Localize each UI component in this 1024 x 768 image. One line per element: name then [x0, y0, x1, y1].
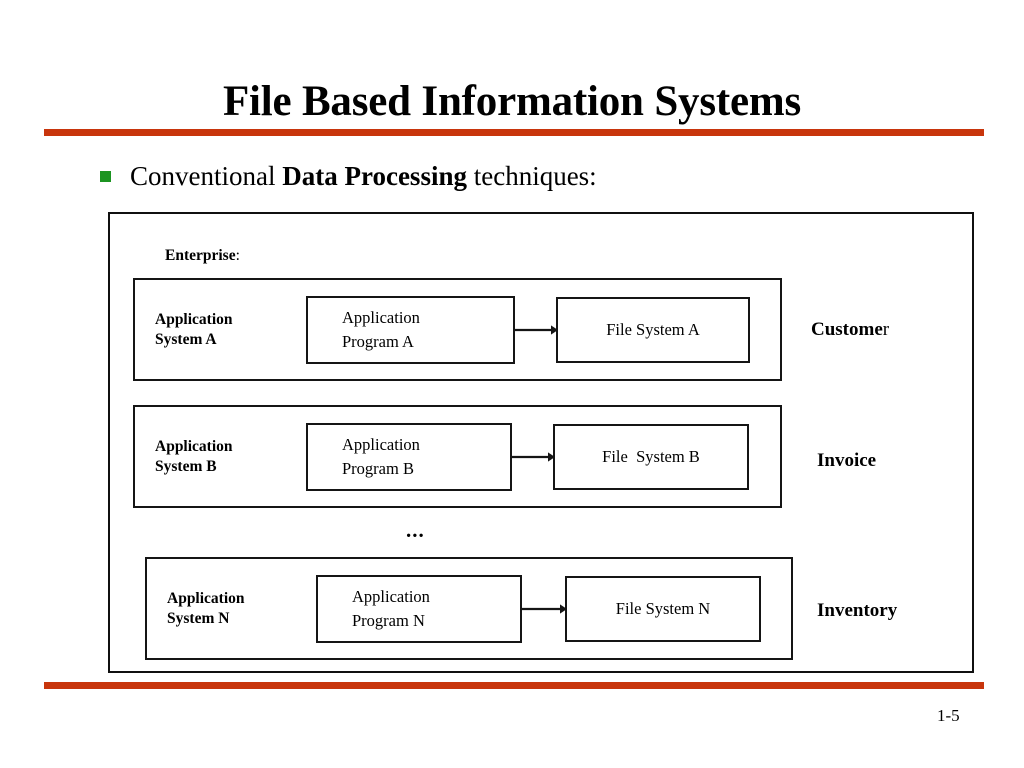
bullet-emphasis-text: Data Processing	[282, 161, 467, 191]
bullet-tail-text: techniques:	[466, 161, 597, 191]
domain-label-invoice: Invoice	[817, 450, 877, 471]
application-system-n-label: Application System N	[167, 589, 245, 627]
domain-label-customer-bold: Custome	[811, 319, 883, 340]
square-bullet-icon	[100, 171, 111, 182]
enterprise-label-colon: :	[235, 247, 240, 264]
file-system-a-box: File System A	[556, 296, 750, 363]
domain-label-inventory: Inventory	[817, 600, 898, 621]
page-title: File Based Information Systems	[222, 78, 802, 125]
bullet-line: Conventional Data Processing techniques:	[100, 159, 597, 193]
file-system-n-label: File System N	[615, 598, 711, 618]
flow-arrow-n	[522, 603, 567, 614]
application-program-b-box: Application Program B	[306, 422, 512, 491]
bullet-text: Conventional Data Processing techniques:	[130, 159, 597, 193]
application-program-n-label: Application Program N	[352, 586, 430, 630]
application-system-row-n: Application System N Application Program…	[145, 557, 793, 660]
page-number: 1-5	[937, 706, 960, 725]
ellipsis-separator: ...	[406, 518, 425, 542]
application-system-row-b: Application System B Application Program…	[133, 405, 782, 508]
title-divider-rule	[44, 129, 984, 136]
application-program-b-label: Application Program B	[342, 434, 420, 478]
enterprise-label-text: Enterprise	[165, 247, 236, 264]
domain-label-customer: Customer	[811, 318, 889, 341]
application-program-a-label: Application Program A	[342, 307, 420, 351]
application-system-a-label: Application System A	[155, 310, 233, 348]
domain-label-customer-tail: r	[882, 319, 890, 340]
bullet-lead-text: Conventional	[130, 161, 283, 191]
application-system-b-label: Application System B	[155, 437, 233, 475]
file-system-n-box: File System N	[565, 575, 761, 642]
flow-arrow-a	[515, 324, 558, 335]
footer-divider-rule	[44, 682, 984, 689]
application-program-n-box: Application Program N	[316, 574, 522, 643]
file-system-a-label: File System A	[606, 319, 700, 339]
flow-arrow-b	[512, 451, 555, 462]
application-program-a-box: Application Program A	[306, 295, 515, 364]
file-system-b-box: File System B	[553, 423, 749, 490]
application-system-row-a: Application System A Application Program…	[133, 278, 782, 381]
enterprise-label: Enterprise:	[165, 247, 240, 265]
file-system-b-label: File System B	[602, 446, 700, 466]
